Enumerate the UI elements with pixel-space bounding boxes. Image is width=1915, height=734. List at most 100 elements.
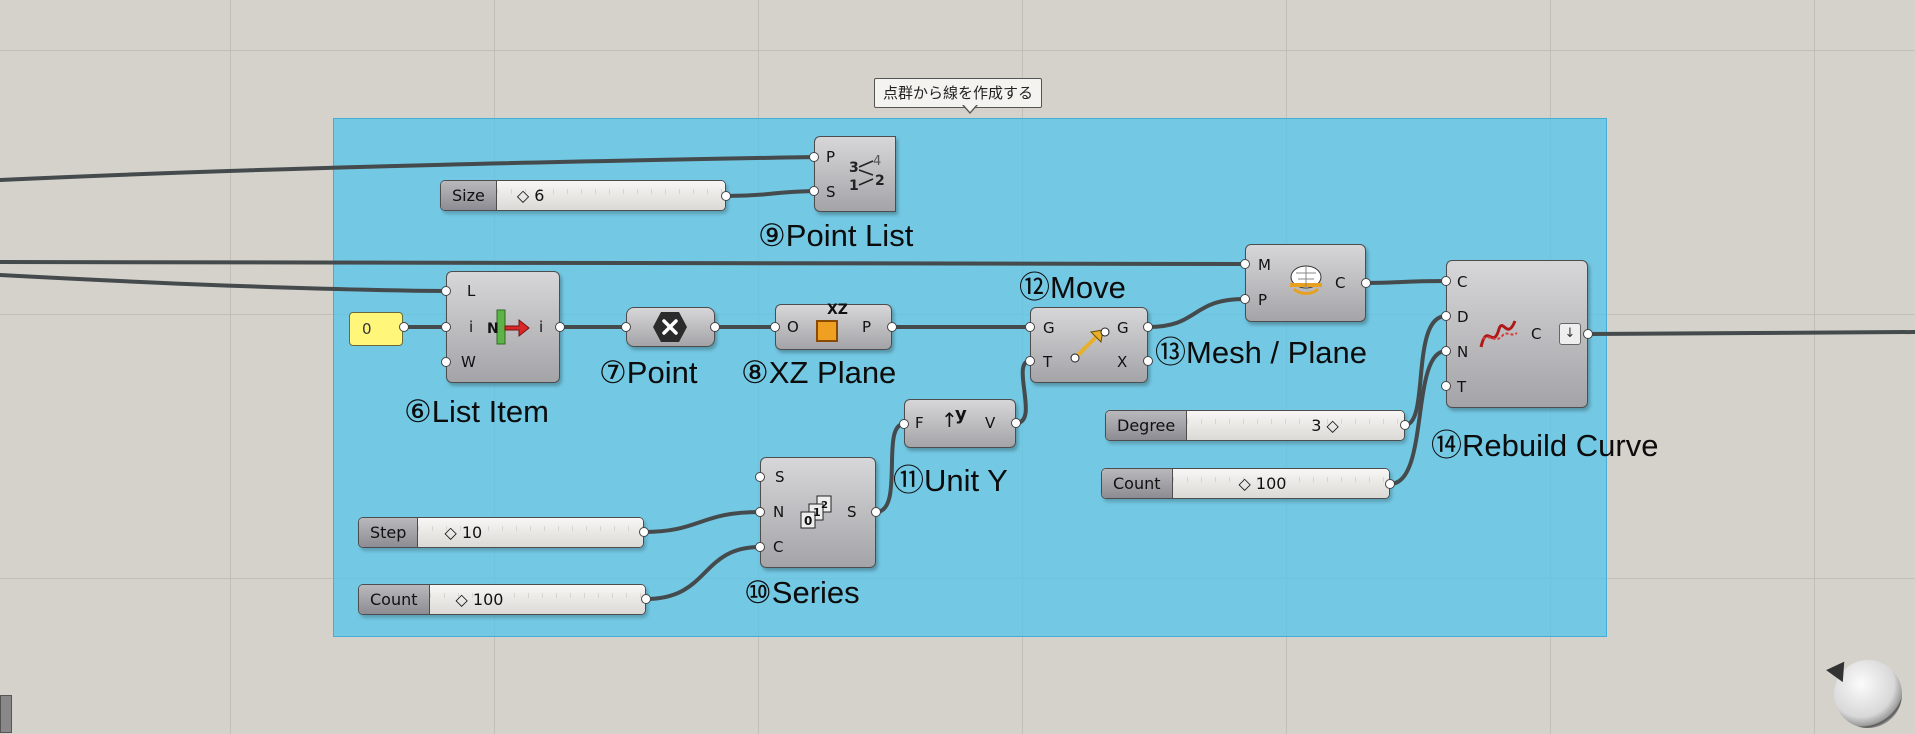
input-port-f[interactable]: F [915, 414, 924, 432]
port-dot[interactable] [441, 357, 451, 367]
series-count-slider[interactable]: Count ◇ 100 [358, 584, 646, 615]
port-dot[interactable] [399, 322, 409, 332]
slider-marker-icon[interactable]: ◇ [444, 523, 457, 542]
navigation-compass-icon[interactable] [1834, 660, 1902, 728]
port-dot[interactable] [1025, 322, 1035, 332]
port-dot[interactable] [1441, 381, 1451, 391]
slider-track[interactable]: 3 ◇ [1187, 411, 1404, 440]
slider-track[interactable]: ◇ 100 [1172, 469, 1389, 498]
output-port-v[interactable]: V [985, 414, 996, 432]
port-dot[interactable] [1143, 322, 1153, 332]
port-dot[interactable] [441, 322, 451, 332]
input-port-n[interactable]: N [1457, 343, 1469, 361]
port-dot[interactable] [1143, 356, 1153, 366]
port-dot[interactable] [899, 419, 909, 429]
port-dot[interactable] [710, 322, 720, 332]
port-dot[interactable] [1240, 259, 1250, 269]
input-port-d[interactable]: D [1457, 308, 1469, 326]
slider-track[interactable]: ◇ 100 [429, 585, 645, 614]
slider-value-row: ◇ 6 [517, 181, 545, 210]
input-port-t[interactable]: T [1457, 378, 1467, 396]
port-dot[interactable] [1441, 346, 1451, 356]
port-dot[interactable] [1583, 329, 1593, 339]
input-port-n[interactable]: N [773, 503, 785, 521]
port-dot[interactable] [1011, 418, 1021, 428]
port-dot[interactable] [770, 322, 780, 332]
port-dot[interactable] [1361, 278, 1371, 288]
preview-toggle-icon[interactable]: ↓ [1559, 323, 1581, 345]
input-port-s[interactable]: S [826, 183, 836, 201]
mesh-plane-component[interactable]: M P C [1245, 244, 1366, 322]
xz-plane-component[interactable]: O P XZ [775, 302, 892, 350]
point-component[interactable] [626, 307, 715, 347]
input-port-s[interactable]: S [775, 468, 785, 486]
input-port-t[interactable]: T [1043, 353, 1053, 371]
svg-text:2: 2 [875, 173, 885, 189]
scrollbar-handle[interactable] [0, 695, 12, 733]
output-port-x[interactable]: X [1117, 353, 1128, 371]
group-title-bubble[interactable]: 点群から線を作成する [874, 78, 1043, 108]
output-port-g[interactable]: G [1117, 319, 1129, 337]
port-dot[interactable] [639, 527, 649, 537]
series-label: ⑩Series [744, 575, 860, 610]
step-slider[interactable]: Step ◇ 10 [358, 517, 644, 548]
port-dot[interactable] [555, 322, 565, 332]
input-port-p[interactable]: P [1258, 291, 1268, 309]
port-dot[interactable] [721, 191, 731, 201]
slider-marker-icon[interactable]: ◇ [1326, 416, 1339, 435]
port-dot[interactable] [1025, 356, 1035, 366]
slider-value: 100 [1255, 474, 1287, 493]
output-port-i[interactable]: i [539, 318, 544, 336]
input-port-m[interactable]: M [1258, 256, 1271, 274]
port-dot[interactable] [871, 507, 881, 517]
port-dot[interactable] [755, 542, 765, 552]
port-dot[interactable] [809, 186, 819, 196]
input-port-w[interactable]: W [461, 353, 476, 371]
input-port-o[interactable]: O [787, 318, 799, 336]
list-item-icon: N [487, 309, 530, 345]
size-slider[interactable]: Size ◇ 6 [440, 180, 726, 211]
port-dot[interactable] [755, 507, 765, 517]
port-dot[interactable] [441, 286, 451, 296]
degree-slider[interactable]: Degree 3 ◇ [1105, 410, 1405, 441]
port-dot[interactable] [755, 472, 765, 482]
series-component[interactable]: S N C S 0 1 2 [760, 457, 876, 568]
input-port-l[interactable]: L [467, 282, 476, 300]
output-port-c[interactable]: C [1335, 274, 1346, 292]
port-dot[interactable] [1385, 479, 1395, 489]
rebuild-count-slider[interactable]: Count ◇ 100 [1101, 468, 1390, 499]
unit-y-component[interactable]: F V ↑ y [904, 399, 1016, 448]
move-arrow-icon [1070, 327, 1110, 363]
number-panel[interactable]: 0 [349, 312, 403, 346]
input-port-p[interactable]: P [826, 148, 836, 166]
output-port-s[interactable]: S [847, 503, 857, 521]
list-item-component[interactable]: L i W i N [446, 271, 560, 383]
slider-value: 100 [472, 590, 504, 609]
port-dot[interactable] [1240, 294, 1250, 304]
port-dot[interactable] [1441, 311, 1451, 321]
wire-rebuild-out [1586, 330, 1915, 336]
input-port-c[interactable]: C [1457, 273, 1468, 291]
svg-text:2: 2 [821, 500, 828, 511]
port-dot[interactable] [809, 152, 819, 162]
port-dot[interactable] [641, 594, 651, 604]
output-port-c[interactable]: C [1531, 325, 1542, 343]
slider-marker-icon[interactable]: ◇ [1238, 474, 1251, 493]
port-dot[interactable] [887, 322, 897, 332]
input-port-i[interactable]: i [469, 318, 474, 336]
port-dot[interactable] [621, 322, 631, 332]
input-port-g[interactable]: G [1043, 319, 1055, 337]
slider-value-row: ◇ 100 [1239, 469, 1287, 498]
slider-track[interactable]: ◇ 10 [418, 518, 643, 547]
move-component[interactable]: G T G X [1030, 307, 1148, 383]
point-list-component[interactable]: P S 3 4 1 2 [814, 136, 896, 212]
slider-marker-icon[interactable]: ◇ [516, 186, 530, 205]
port-dot[interactable] [1441, 276, 1451, 286]
slider-track[interactable]: ◇ 6 [496, 181, 725, 210]
port-dot[interactable] [1400, 420, 1410, 430]
output-port-p[interactable]: P [862, 318, 872, 336]
unit-y-label: ⑪Unit Y [893, 463, 1008, 498]
rebuild-curve-component[interactable]: C D N T C ↓ [1446, 260, 1588, 408]
slider-marker-icon[interactable]: ◇ [455, 590, 468, 609]
input-port-c[interactable]: C [773, 538, 784, 556]
